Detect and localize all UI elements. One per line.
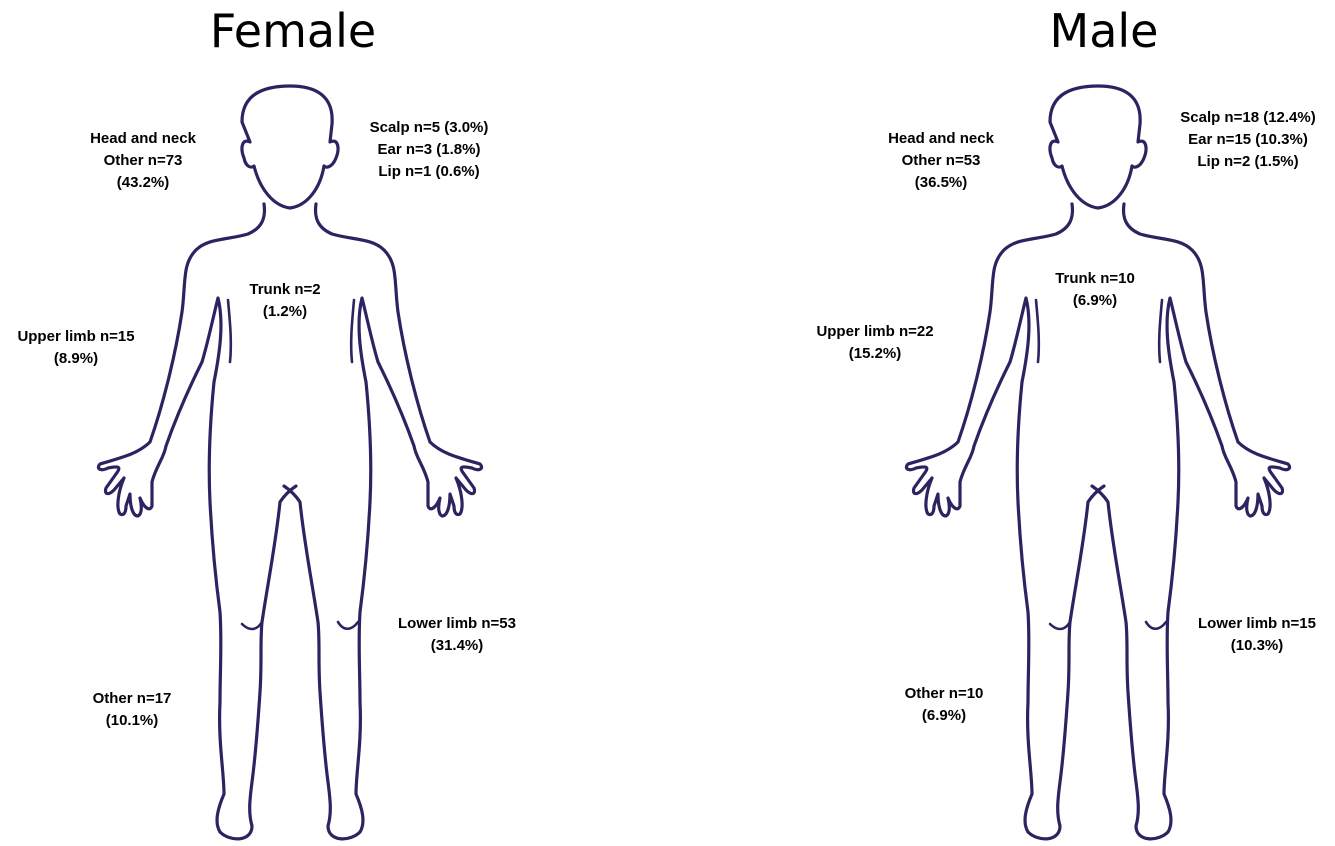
female-upper-limb-line1: Upper limb n=15 [6,326,146,348]
female-head-neck-line3: (43.2%) [80,172,206,194]
male-upper-limb-label: Upper limb n=22 (15.2%) [804,321,946,365]
male-ear-line: Ear n=15 (10.3%) [1168,129,1328,151]
male-head-neck-line3: (36.5%) [878,172,1004,194]
male-scalp-line: Scalp n=18 (12.4%) [1168,107,1328,129]
male-head-neck-line1: Head and neck [878,128,1004,150]
male-lower-limb-line2: (10.3%) [1186,635,1328,657]
male-trunk-line2: (6.9%) [1040,290,1150,312]
male-other-line2: (6.9%) [892,705,996,727]
female-ear-line: Ear n=3 (1.8%) [358,139,500,161]
female-trunk-label: Trunk n=2 (1.2%) [232,279,338,323]
male-trunk-line1: Trunk n=10 [1040,268,1150,290]
female-head-neck-label: Head and neck Other n=73 (43.2%) [80,128,206,194]
female-trunk-line2: (1.2%) [232,301,338,323]
male-head-neck-line2: Other n=53 [878,150,1004,172]
male-body-outline [900,82,1300,846]
female-scalp-line: Scalp n=5 (3.0%) [358,117,500,139]
female-scalp-ear-lip-label: Scalp n=5 (3.0%) Ear n=3 (1.8%) Lip n=1 … [358,117,500,183]
female-lower-limb-line1: Lower limb n=53 [386,613,528,635]
female-head-neck-line2: Other n=73 [80,150,206,172]
female-other-label: Other n=17 (10.1%) [80,688,184,732]
female-head-neck-line1: Head and neck [80,128,206,150]
male-head-neck-label: Head and neck Other n=53 (36.5%) [878,128,1004,194]
female-panel-title: Female [143,4,443,58]
male-lip-line: Lip n=2 (1.5%) [1168,151,1328,173]
female-other-line2: (10.1%) [80,710,184,732]
male-trunk-label: Trunk n=10 (6.9%) [1040,268,1150,312]
male-upper-limb-line1: Upper limb n=22 [804,321,946,343]
male-other-label: Other n=10 (6.9%) [892,683,996,727]
male-upper-limb-line2: (15.2%) [804,343,946,365]
female-upper-limb-line2: (8.9%) [6,348,146,370]
body-outline-icon [900,82,1300,846]
female-upper-limb-label: Upper limb n=15 (8.9%) [6,326,146,370]
female-lower-limb-line2: (31.4%) [386,635,528,657]
female-lower-limb-label: Lower limb n=53 (31.4%) [386,613,528,657]
female-lip-line: Lip n=1 (0.6%) [358,161,500,183]
female-trunk-line1: Trunk n=2 [232,279,338,301]
male-lower-limb-line1: Lower limb n=15 [1186,613,1328,635]
male-lower-limb-label: Lower limb n=15 (10.3%) [1186,613,1328,657]
male-scalp-ear-lip-label: Scalp n=18 (12.4%) Ear n=15 (10.3%) Lip … [1168,107,1328,173]
male-panel-title: Male [954,4,1254,58]
male-other-line1: Other n=10 [892,683,996,705]
female-other-line1: Other n=17 [80,688,184,710]
